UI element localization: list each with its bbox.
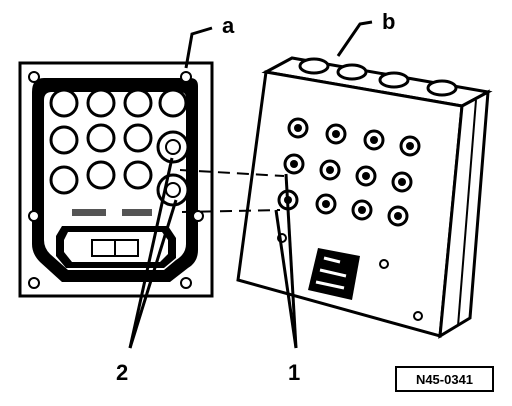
top-cap bbox=[298, 57, 330, 75]
coil-openings bbox=[49, 88, 190, 207]
screw-hole bbox=[28, 277, 40, 289]
valve-core bbox=[290, 160, 298, 168]
alignment-line bbox=[179, 169, 285, 177]
reference-code: N45-0341 bbox=[416, 372, 473, 387]
valve-core bbox=[332, 130, 340, 138]
coil-opening bbox=[49, 88, 79, 118]
coil-opening bbox=[49, 165, 79, 195]
valve-core bbox=[406, 142, 414, 150]
reference-box: N45-0341 bbox=[395, 366, 494, 392]
label-a: a bbox=[222, 13, 235, 38]
alignment-line bbox=[181, 209, 281, 213]
coil-opening bbox=[123, 123, 153, 153]
motor-connector bbox=[308, 248, 360, 300]
screw-hole bbox=[180, 71, 192, 83]
coil-opening bbox=[86, 160, 116, 190]
valve-core bbox=[398, 178, 406, 186]
valve-core bbox=[322, 200, 330, 208]
top-cap bbox=[336, 63, 368, 81]
valve-core bbox=[294, 124, 302, 132]
label-1: 1 bbox=[288, 360, 300, 385]
marking-strip bbox=[72, 209, 106, 216]
coil-opening bbox=[123, 88, 153, 118]
leader-a bbox=[184, 26, 213, 69]
valve-core bbox=[358, 206, 366, 214]
coil-opening bbox=[158, 88, 188, 118]
leader-lines bbox=[128, 20, 373, 349]
leader-2 bbox=[128, 157, 174, 349]
leader-1 bbox=[284, 173, 298, 349]
alignment-lines bbox=[179, 169, 285, 213]
part-a-seal-plate bbox=[18, 61, 214, 298]
valve-stub-cores bbox=[284, 124, 414, 220]
block-side-face bbox=[438, 89, 490, 339]
coil-opening bbox=[49, 125, 79, 155]
screw-hole bbox=[180, 277, 192, 289]
leader-b bbox=[336, 20, 373, 57]
coil-opening bbox=[86, 123, 116, 153]
side-edge-line bbox=[457, 99, 477, 327]
part-b-hydraulic-unit bbox=[236, 56, 493, 339]
screw-hole bbox=[192, 210, 204, 222]
coil-opening-inner bbox=[165, 182, 181, 198]
valve-core bbox=[370, 136, 378, 144]
top-caps bbox=[298, 57, 458, 97]
mount-hole bbox=[379, 259, 389, 269]
coil-opening bbox=[123, 160, 153, 190]
valve-core bbox=[362, 172, 370, 180]
leader-1 bbox=[274, 209, 298, 349]
screw-hole bbox=[28, 210, 40, 222]
reference-frame bbox=[395, 366, 494, 392]
screw-hole bbox=[28, 71, 40, 83]
top-cap bbox=[426, 79, 458, 97]
label-2: 2 bbox=[116, 360, 128, 385]
marking-strip bbox=[122, 209, 152, 216]
leader-2 bbox=[128, 199, 178, 349]
mount-hole bbox=[413, 311, 423, 321]
valve-core bbox=[326, 166, 334, 174]
coil-opening-inner bbox=[165, 139, 181, 155]
top-cap bbox=[378, 71, 410, 89]
valve-core bbox=[394, 212, 402, 220]
coil-opening bbox=[86, 88, 116, 118]
motor-connector-slots bbox=[315, 256, 347, 290]
label-b: b bbox=[382, 9, 395, 34]
